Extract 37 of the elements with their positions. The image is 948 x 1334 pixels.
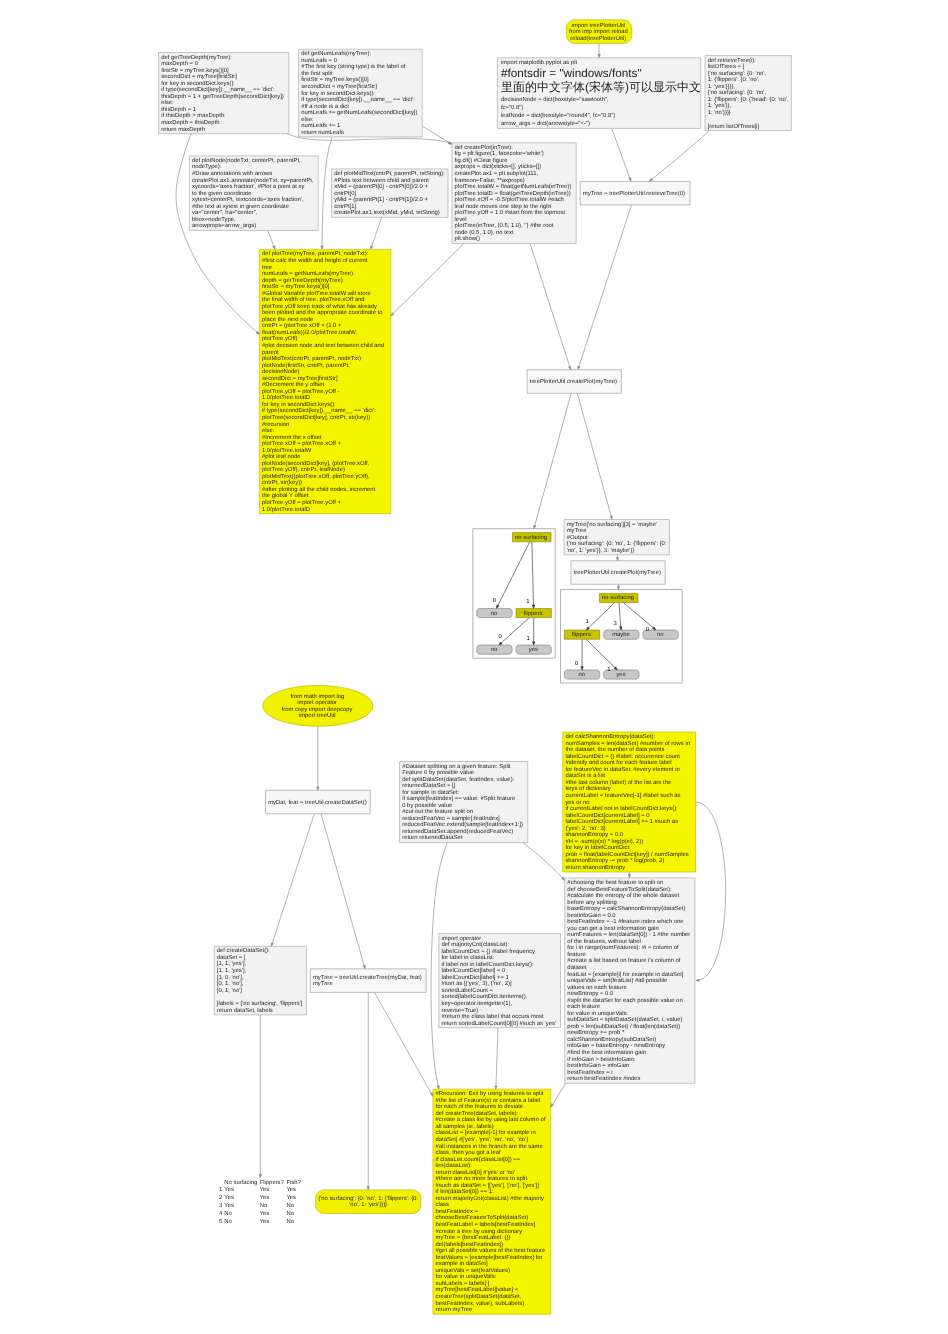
arrow [528, 243, 571, 371]
arrow [627, 871, 630, 879]
arrow [584, 602, 614, 631]
arrow [617, 602, 622, 631]
arrow [584, 639, 617, 671]
arrow [269, 813, 314, 947]
arrow [549, 1083, 565, 1108]
arrow [315, 726, 319, 791]
arrow [531, 617, 535, 646]
arrow [174, 133, 259, 335]
arrow [285, 133, 452, 145]
arrow [530, 541, 534, 609]
arrow [319, 136, 332, 250]
arrow [493, 1027, 498, 1090]
arrow [365, 992, 369, 1191]
arrow [622, 602, 656, 631]
arrow [369, 217, 381, 250]
arrow [389, 243, 463, 317]
arrow [615, 584, 619, 590]
arrow [532, 393, 571, 529]
arrow [373, 992, 433, 1097]
arrow [596, 43, 600, 58]
arrow [497, 617, 529, 646]
arrow [694, 801, 725, 982]
arrow [495, 541, 530, 609]
arrow [257, 1014, 261, 1179]
arrow [610, 128, 631, 182]
arrow [615, 554, 618, 561]
arrow [576, 204, 631, 370]
arrow [647, 130, 709, 182]
arrow [579, 639, 583, 671]
arrow [421, 126, 452, 145]
arrow [319, 813, 365, 969]
arrow [429, 842, 447, 1090]
arrow [266, 230, 275, 250]
arrow [521, 842, 564, 881]
arrow [576, 393, 612, 520]
